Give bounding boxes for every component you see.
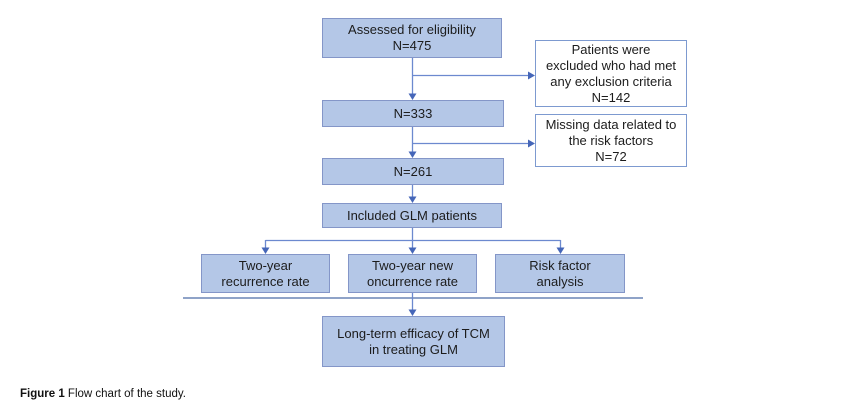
- arrow-to-outcome: [408, 293, 417, 316]
- arrow-to-excluded-callout: [412, 71, 535, 80]
- figure-caption-label: Figure 1: [20, 388, 65, 400]
- arrow-assessed-to-n333: [408, 58, 417, 100]
- flow-box-n261: N=261: [322, 158, 504, 185]
- figure-caption-text: Flow chart of the study.: [64, 388, 186, 400]
- flow-box-two-year-recurrence-rate: Two-year recurrence rate: [201, 254, 330, 293]
- flow-box-risk-factor-analysis: Risk factor analysis: [495, 254, 625, 293]
- arrow-to-missing-callout: [412, 139, 535, 148]
- flow-box-two-year-new-oncurrence-rate: Two-year new oncurrence rate: [348, 254, 477, 293]
- flow-box-long-term-efficacy: Long-term efficacy of TCM in treating GL…: [322, 316, 505, 367]
- flow-box-n333: N=333: [322, 100, 504, 127]
- callout-box-exclusion-criteria: Patients were excluded who had met any e…: [535, 40, 687, 107]
- flow-box-assessed-for-eligibility: Assessed for eligibility N=475: [322, 18, 502, 58]
- callout-box-missing-data: Missing data related to the risk factors…: [535, 114, 687, 167]
- flow-box-included-glm-patients: Included GLM patients: [322, 203, 502, 228]
- arrow-n333-to-n261: [408, 127, 417, 158]
- arrow-n261-to-included: [408, 185, 417, 203]
- figure-caption: Figure 1 Flow chart of the study.: [20, 387, 186, 401]
- branch-connector: [261, 228, 565, 254]
